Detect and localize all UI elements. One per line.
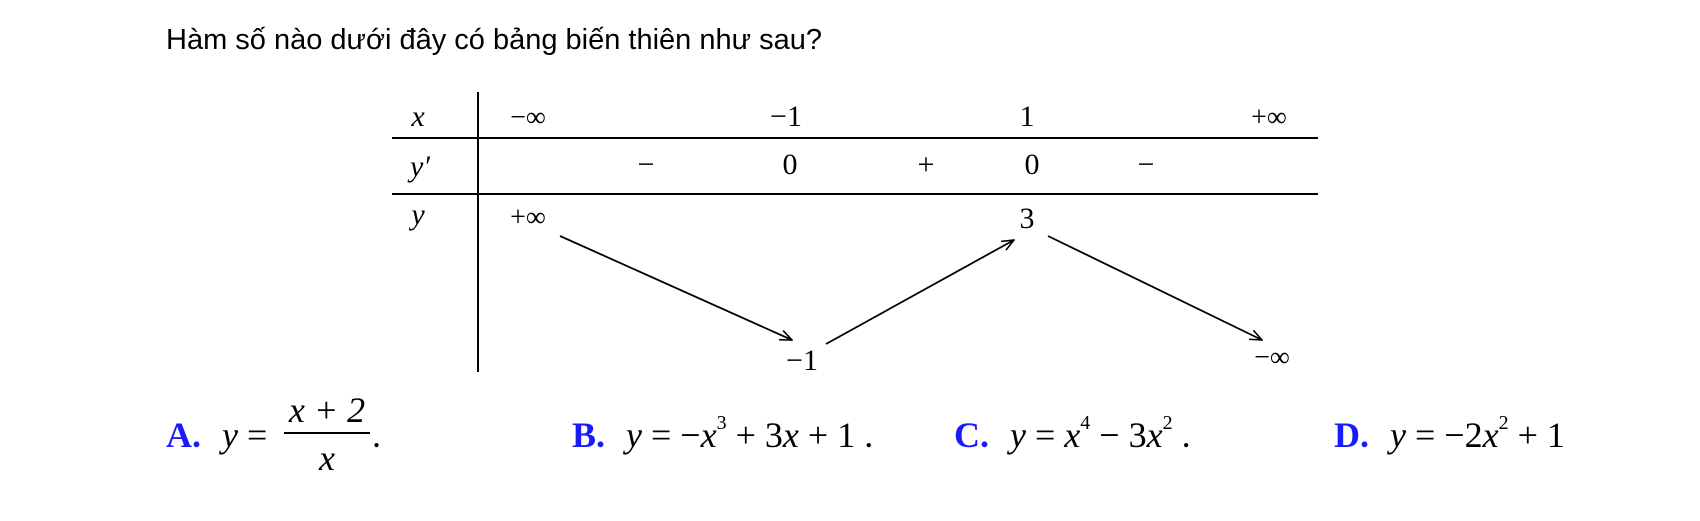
answer-a-denominator: x: [319, 438, 335, 478]
y-value-start: +∞: [510, 202, 546, 233]
answer-a-fraction-bar: [284, 432, 370, 434]
question-text: Hàm số nào dưới đây có bảng biến thiên n…: [166, 24, 822, 56]
answer-b-text-5: x: [782, 415, 799, 455]
answer-b-exponent: 3: [716, 412, 727, 434]
answer-a-eq: =: [237, 415, 268, 455]
dy-sign-3: −: [1138, 148, 1155, 181]
answer-d-exponent: 2: [1498, 412, 1509, 434]
answer-c-text-5: x: [1146, 415, 1163, 455]
row-label-y-prime: y′: [407, 150, 430, 183]
answer-b-letter: B.: [572, 415, 606, 455]
row-label-x: x: [410, 100, 425, 133]
answer-c-text-3: x: [1064, 415, 1081, 455]
x-value-neg-1: −1: [770, 100, 802, 133]
arrow-increasing: [825, 240, 1014, 345]
answer-a[interactable]: A. y =: [166, 414, 267, 456]
answer-d-letter: D.: [1334, 415, 1369, 455]
answer-b-text-1: y: [626, 415, 642, 455]
answer-a-tail: .: [372, 415, 381, 455]
answer-d-text-1: y: [1390, 415, 1406, 455]
answer-b-text-3: x: [700, 415, 717, 455]
answer-b-text-2: = −: [642, 415, 701, 455]
arrow-decreasing-1: [559, 235, 792, 340]
answer-a-lhs: y: [222, 415, 238, 455]
answer-d[interactable]: D. y = −2x2 + 1: [1334, 412, 1565, 456]
answer-c-text-4: − 3: [1090, 415, 1147, 455]
answer-b-text-4: + 3: [726, 415, 783, 455]
answer-c-text-6: .: [1172, 415, 1191, 455]
x-value-neg-inf: −∞: [510, 102, 546, 133]
answer-d-text-3: x: [1482, 415, 1499, 455]
y-value-max: 3: [1020, 202, 1035, 235]
answer-c-letter: C.: [954, 415, 989, 455]
answer-a-fraction: x + 2 x: [284, 388, 370, 482]
dy-zero-1: 0: [783, 148, 798, 181]
answer-c-exponent-2: 2: [1162, 412, 1173, 434]
dy-zero-2: 0: [1025, 148, 1040, 181]
row-label-y: y: [408, 198, 425, 231]
answer-b-text-6: + 1 .: [798, 415, 874, 455]
answer-c[interactable]: C. y = x4 − 3x2 .: [954, 412, 1191, 456]
arrow-decreasing-2: [1047, 235, 1262, 340]
answer-c-text-1: y: [1010, 415, 1026, 455]
answer-d-text-4: + 1: [1508, 415, 1565, 455]
answer-a-letter: A.: [166, 415, 201, 455]
dy-sign-2: +: [918, 148, 935, 181]
x-value-pos-inf: +∞: [1251, 102, 1287, 133]
answer-b[interactable]: B. y = −x3 + 3x + 1 .: [572, 412, 874, 456]
x-value-1: 1: [1020, 100, 1035, 133]
y-value-min: −1: [786, 344, 818, 377]
answer-c-text-2: =: [1025, 415, 1065, 455]
y-value-end: −∞: [1254, 342, 1290, 373]
dy-sign-1: −: [638, 148, 655, 181]
answer-c-exponent-1: 4: [1080, 412, 1091, 434]
answer-a-numerator: x + 2: [288, 390, 366, 430]
answer-d-text-2: = −2: [1405, 415, 1483, 455]
